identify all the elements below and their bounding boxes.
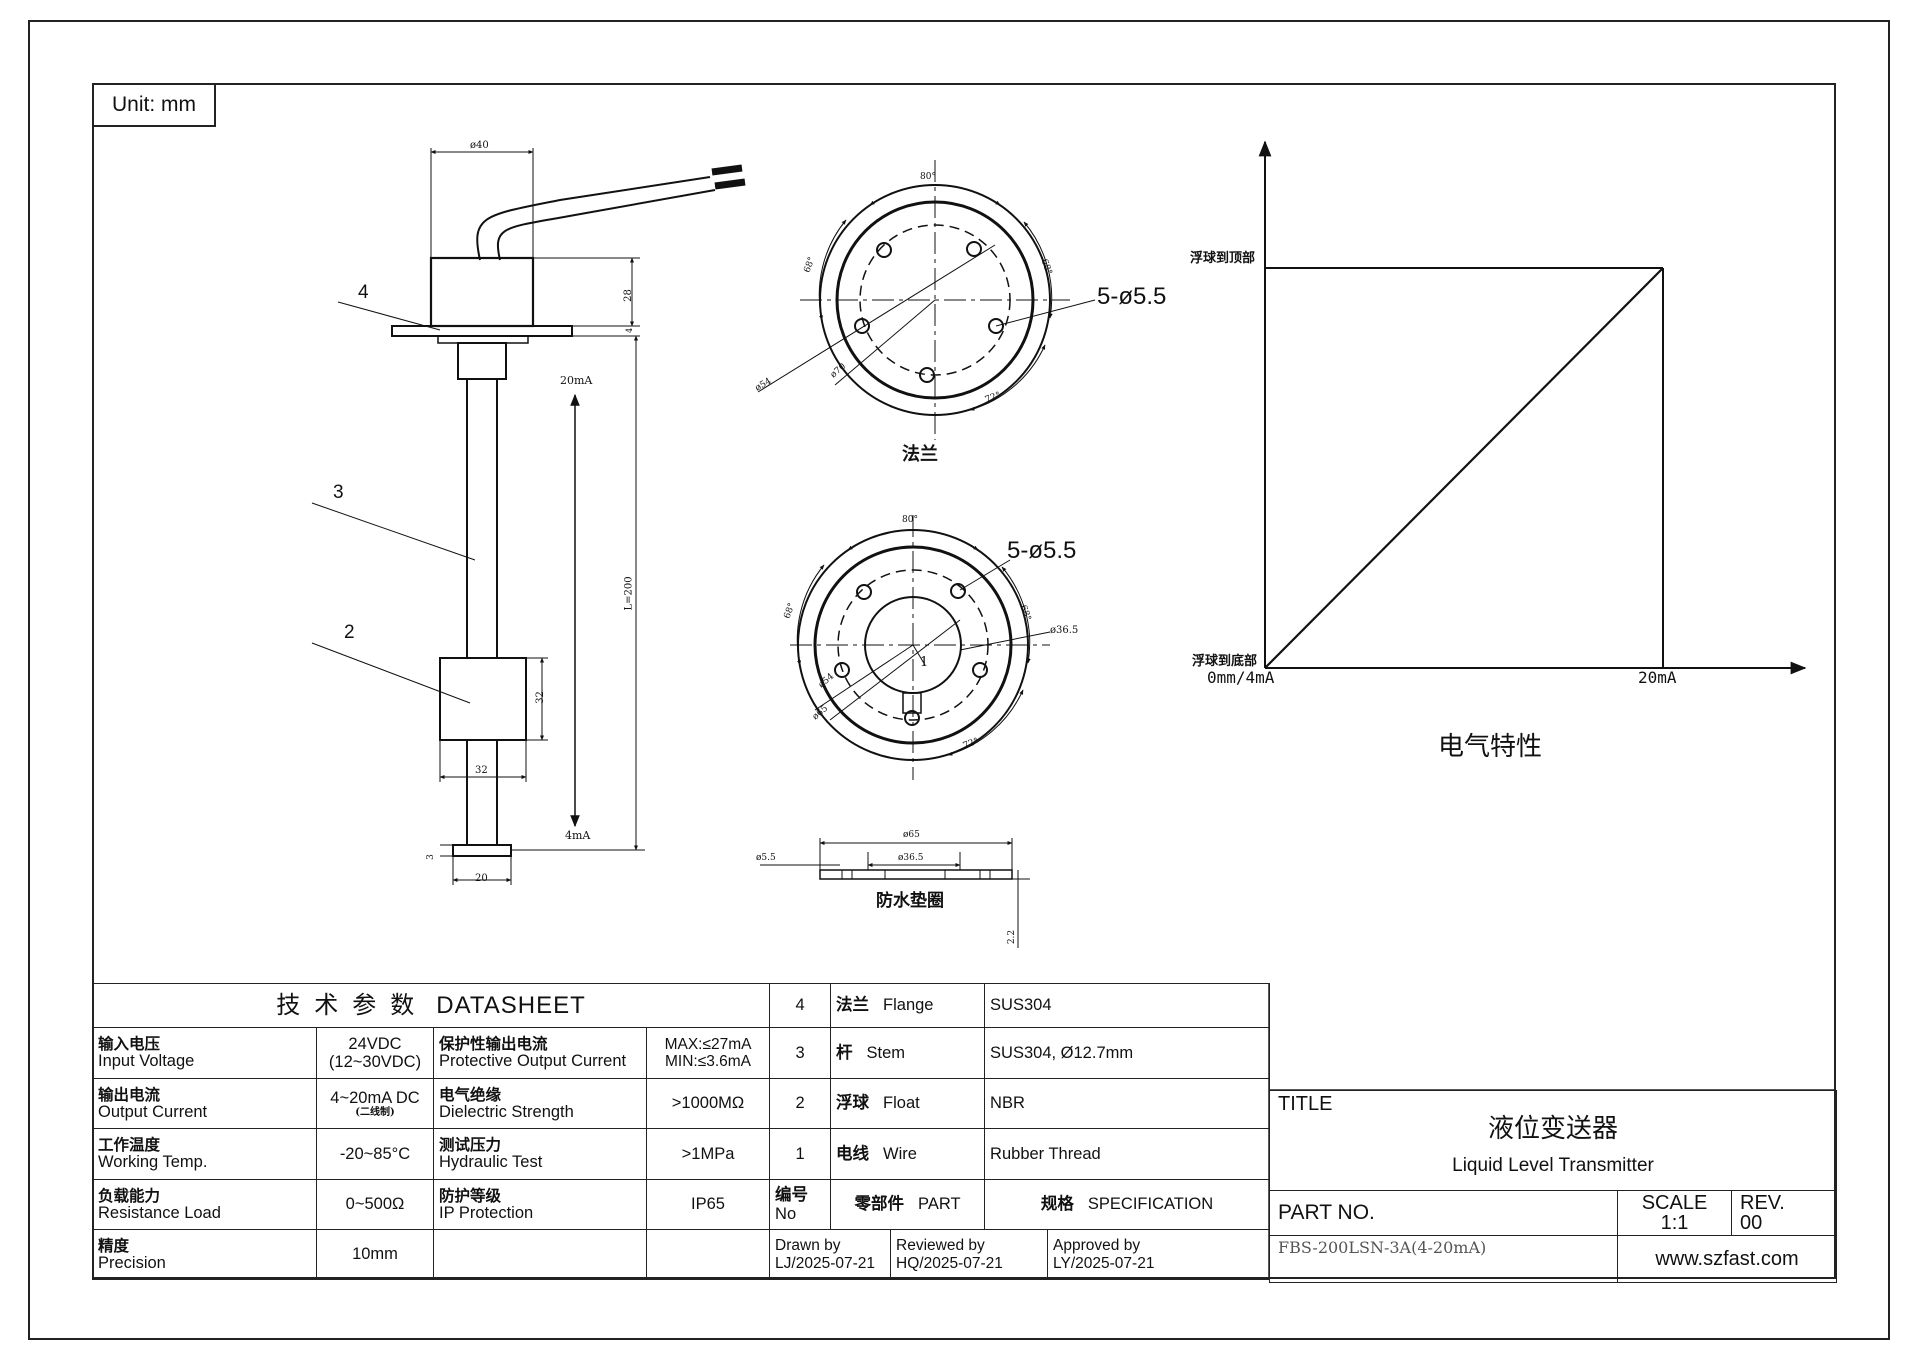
part-no-3: 3: [769, 1027, 832, 1079]
electrical-characteristic-graph: [1258, 140, 1807, 675]
rev-cell: REV.00: [1731, 1190, 1837, 1236]
part-no-2: 2: [769, 1078, 832, 1129]
value-precision: 10mm: [316, 1229, 434, 1280]
gasket-dia-65: ø65: [903, 830, 920, 840]
flange-caption: 法兰: [902, 444, 938, 465]
title-block: TITLE 液位变送器 Liquid Level Transmitter PAR…: [1269, 1090, 1837, 1283]
part-no-4: 4: [769, 983, 832, 1028]
dim-flange-thickness: 4: [625, 327, 635, 334]
part-no-label: PART NO.: [1269, 1190, 1618, 1236]
gasket-caption: 防水垫圈: [876, 891, 944, 911]
gasket-side-view: [760, 838, 1030, 948]
part-spec-wire: Rubber Thread: [984, 1128, 1271, 1180]
float-angle-top: 80°: [902, 515, 918, 525]
datasheet-header-cn: 技术参数: [276, 990, 429, 1019]
value-ip-protection: IP65: [645, 1179, 771, 1230]
float-ref-label: 1: [920, 655, 929, 670]
part-spec-flange: SUS304: [984, 983, 1271, 1028]
part-no-1: 1: [769, 1128, 832, 1180]
outer-frame: [28, 20, 1890, 1340]
value-input-voltage: 24VDC(12~30VDC): [316, 1027, 434, 1079]
value-resistance-load: 0~500Ω: [316, 1179, 434, 1230]
title-label: TITLE: [1278, 1093, 1333, 1115]
value-empty: [645, 1229, 771, 1280]
value-working-temp: -20~85°C: [316, 1128, 434, 1180]
dim-head-height: 28: [622, 289, 634, 302]
flange-hole-note: 5-ø5.5: [1097, 283, 1167, 310]
graph-caption: 电气特性: [1438, 732, 1543, 762]
dim-float-width: 32: [475, 765, 488, 776]
unit-label: Unit: mm: [92, 83, 216, 127]
flange-angle-top: 80°: [920, 172, 936, 182]
gasket-dia-55: ø5.5: [756, 853, 776, 863]
flange-top-view: [757, 160, 1096, 440]
float-hole-note: 5-ø5.5: [1007, 537, 1077, 564]
graph-y-top-label: 浮球到顶部: [1190, 251, 1256, 266]
value-dielectric-strength: >1000MΩ: [645, 1078, 771, 1129]
callout-float: 2: [344, 622, 355, 643]
website: www.szfast.com: [1617, 1235, 1837, 1283]
dim-float-height: 32: [534, 691, 546, 704]
part-no-value: FBS-200LSN-3A(4-20mA): [1269, 1235, 1618, 1283]
signal-top-label: 20mA: [560, 374, 593, 387]
dim-stem-length: L=200: [623, 576, 635, 611]
value-output-current: 4~20mA DC(二线制): [316, 1078, 434, 1129]
title-cell: TITLE 液位变送器 Liquid Level Transmitter: [1269, 1090, 1837, 1191]
parts-header-no: 编号No: [769, 1179, 832, 1230]
value-hydraulic-test: >1MPa: [645, 1128, 771, 1180]
graph-x-end-label: 20mA: [1638, 668, 1677, 687]
param-empty: [433, 1229, 647, 1280]
float-top-view: [790, 515, 1051, 780]
gasket-dia-365: ø36.5: [898, 853, 924, 863]
title-cn: 液位变送器: [1487, 1114, 1618, 1144]
part-spec-float: NBR: [984, 1078, 1271, 1129]
title-en: Liquid Level Transmitter: [1452, 1155, 1654, 1176]
sensor-side-view: [311, 148, 746, 885]
dim-bottom-width: 20: [475, 873, 488, 884]
part-spec-stem: SUS304, Ø12.7mm: [984, 1027, 1271, 1079]
dim-top-diameter: ø40: [470, 140, 489, 151]
float-dia-365: ø36.5: [1050, 625, 1079, 636]
datasheet-header-en: DATASHEET: [436, 991, 586, 1019]
callout-flange: 4: [358, 282, 369, 303]
callout-stem: 3: [333, 482, 344, 503]
dim-bottom-height: 3: [425, 854, 436, 860]
graph-x-origin-label: 0mm/4mA: [1207, 668, 1275, 687]
signal-bottom-label: 4mA: [565, 829, 591, 842]
graph-y-bottom-label: 浮球到底部: [1192, 654, 1258, 669]
gasket-thickness: 2.2: [1007, 929, 1018, 945]
